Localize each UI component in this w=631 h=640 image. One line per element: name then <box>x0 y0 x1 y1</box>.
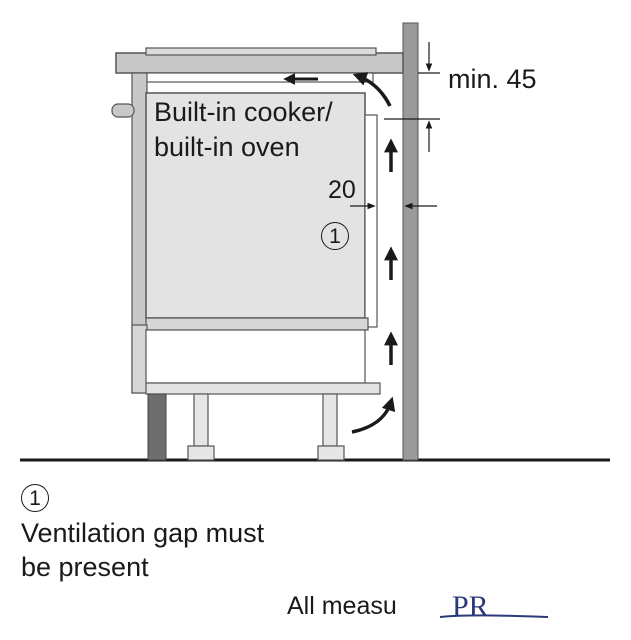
gap-top-dimension-label: min. 45 <box>448 64 537 94</box>
drawer-front <box>131 324 148 394</box>
legend-text: Ventilation gap must <box>21 518 265 548</box>
pr-logo: PR <box>439 590 549 623</box>
airflow-arrow-curve-top <box>352 72 392 107</box>
base-panel <box>145 382 381 395</box>
airflow-arrow-curve-bottom <box>351 396 396 434</box>
foot-right <box>322 393 338 447</box>
foot-left-base <box>187 445 215 461</box>
plinth <box>147 393 167 461</box>
footer-note: All measu <box>287 592 397 620</box>
drawer-body <box>145 329 366 384</box>
worktop <box>115 52 404 74</box>
appliance-label: built-in oven <box>154 132 300 162</box>
wall <box>402 22 419 461</box>
oven-handle <box>111 103 135 118</box>
ventilation-gap-marker: 1 <box>321 222 349 250</box>
gap-side-dimension-label: 20 <box>328 176 356 204</box>
oven-back-panel <box>364 114 378 328</box>
logo-text: PR <box>452 590 489 623</box>
drawer <box>145 317 369 331</box>
appliance-label: Built-in cooker/ <box>154 97 333 127</box>
foot-right-base <box>317 445 345 461</box>
legend-marker: 1 <box>21 484 49 512</box>
foot-left <box>193 393 209 447</box>
hob-top <box>145 47 377 56</box>
worktop-underside <box>145 72 374 83</box>
legend-text: be present <box>21 552 149 582</box>
